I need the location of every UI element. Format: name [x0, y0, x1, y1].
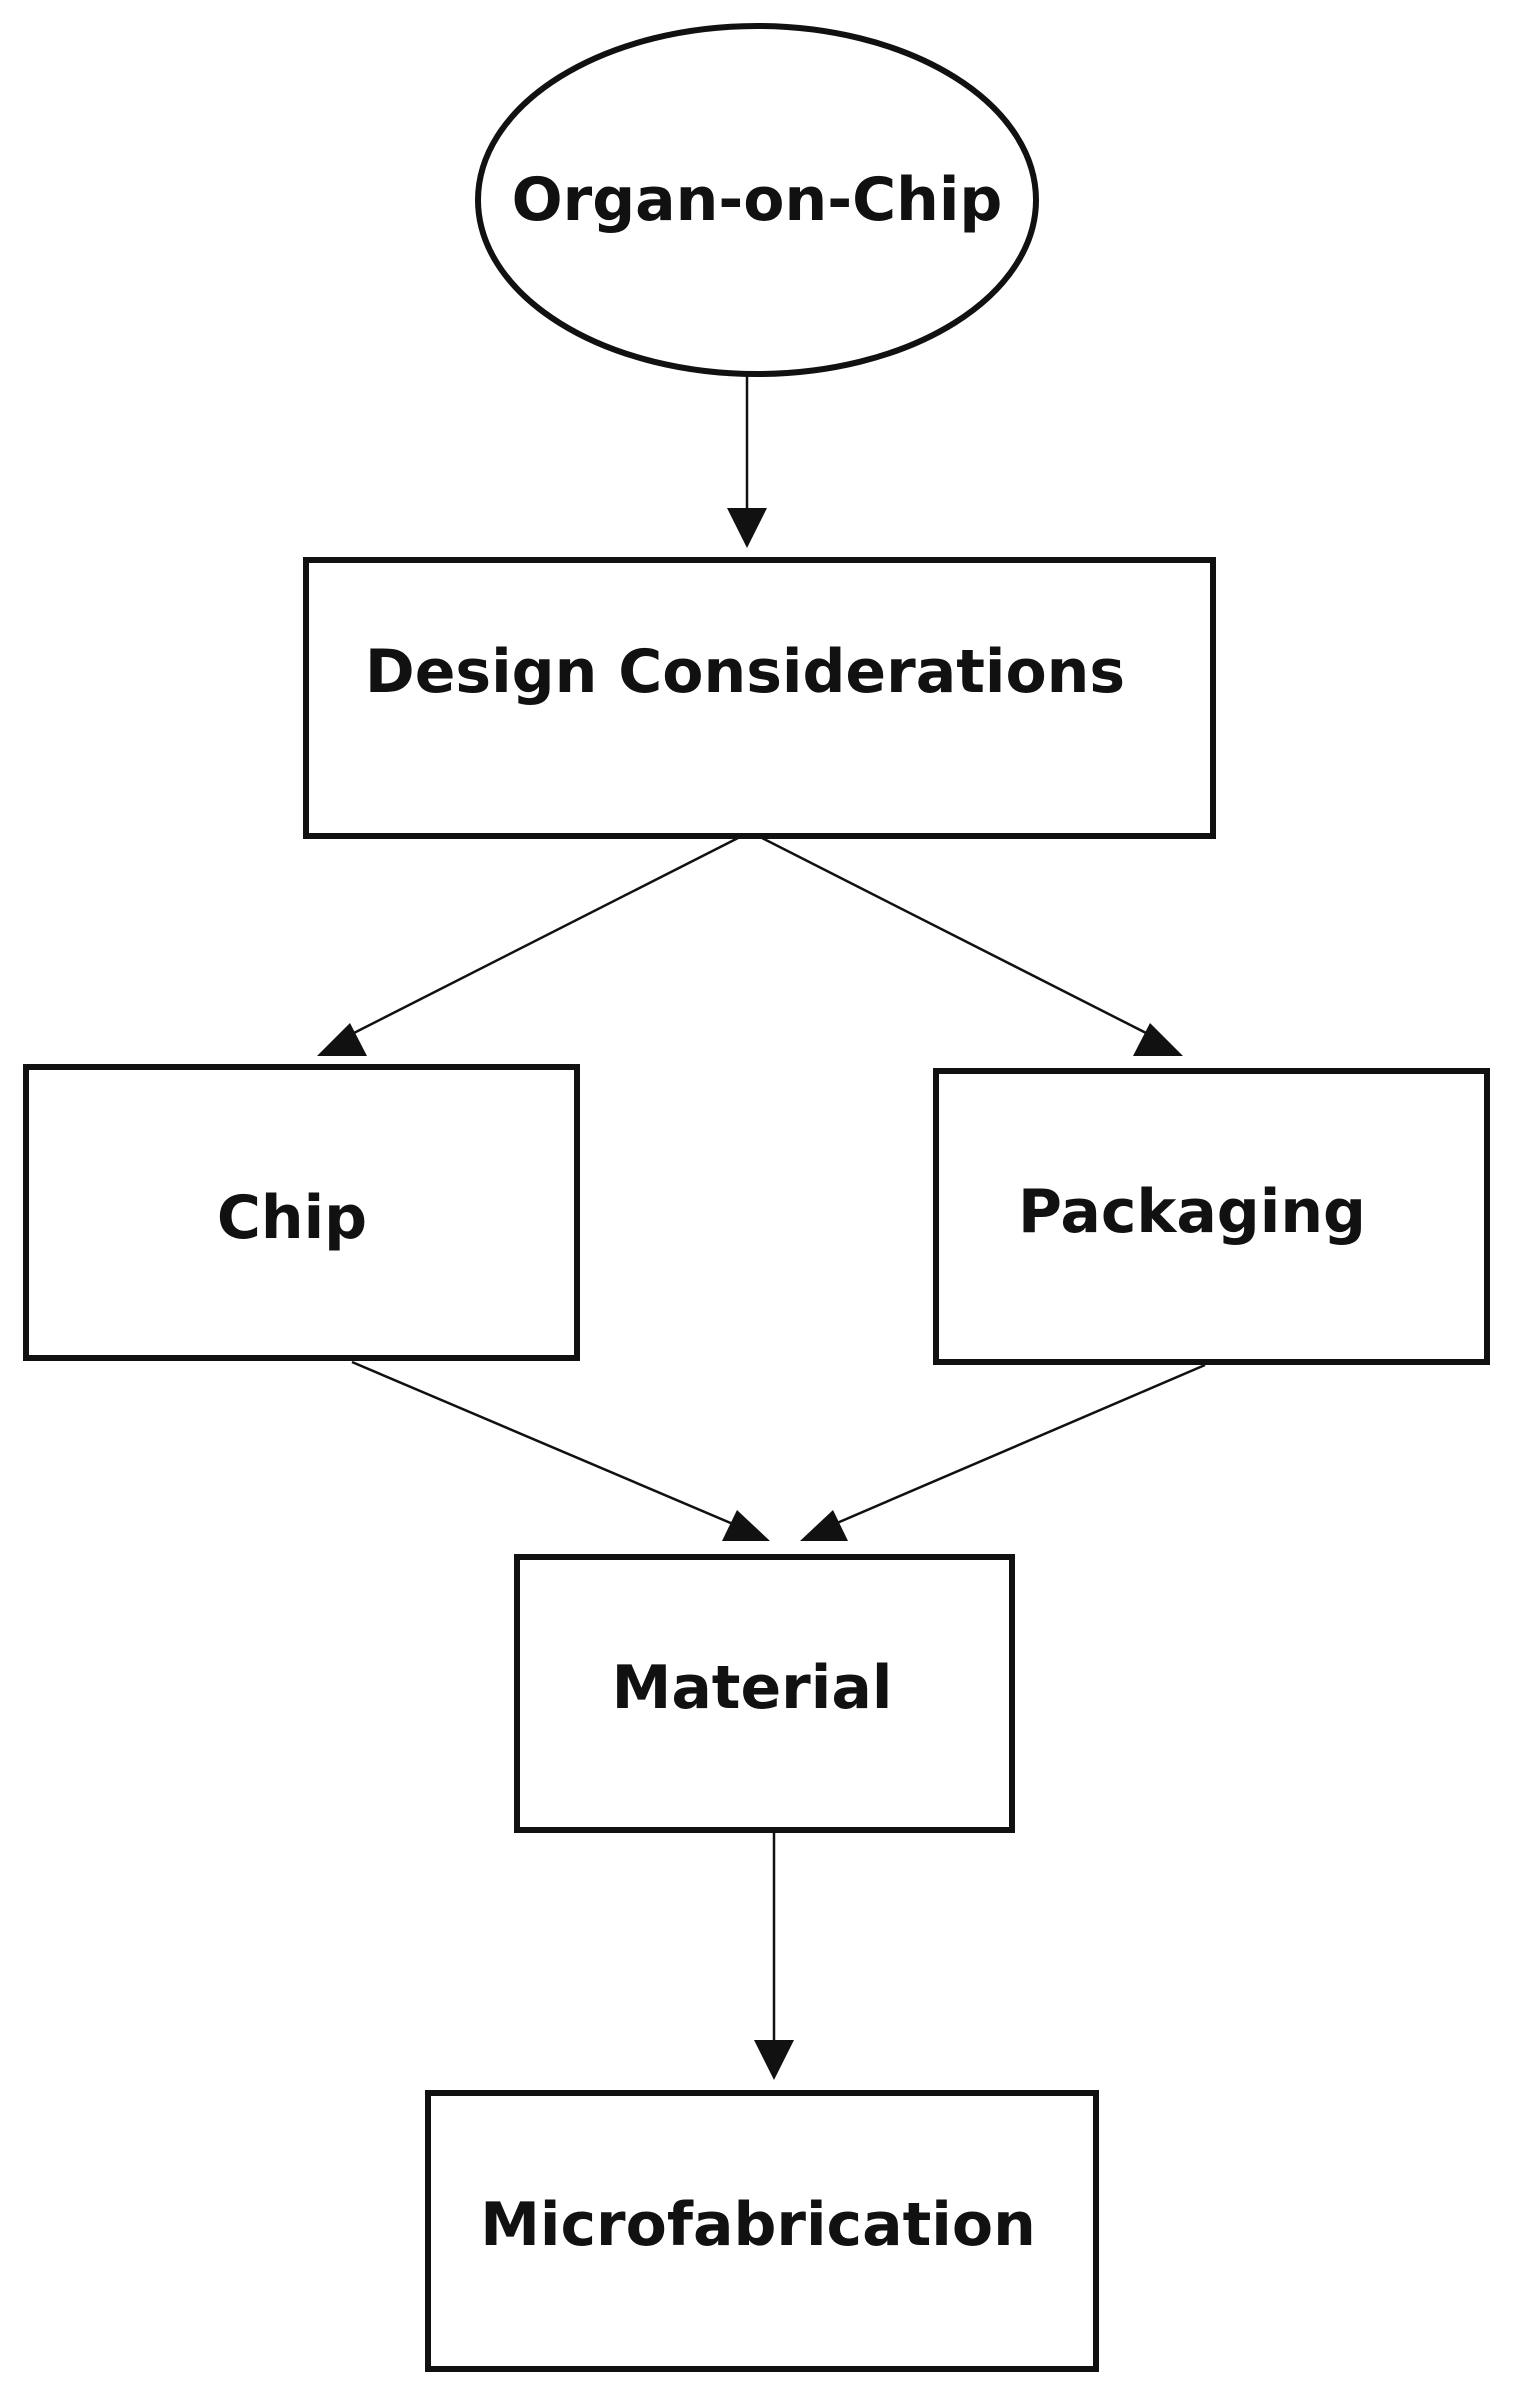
- box-shape: [933, 1068, 1490, 1365]
- edge-design-to-packaging: [761, 836, 1183, 1056]
- arrow-head: [800, 1510, 848, 1541]
- ellipse-shape: [475, 23, 1039, 377]
- node-label: Microfabrication: [480, 2190, 1036, 2260]
- edge-line: [829, 1363, 1206, 1528]
- node-label: Organ-on-Chip: [512, 165, 1003, 235]
- box-shape: [514, 1554, 1015, 1833]
- node-material: Material: [514, 1554, 1015, 1833]
- node-microfabrication: Microfabrication: [425, 2090, 1099, 2372]
- node-packaging: Packaging: [933, 1068, 1490, 1365]
- node-label: Chip: [217, 1183, 367, 1253]
- edge-organ-to-design: [727, 375, 767, 548]
- arrow-head: [722, 1510, 770, 1541]
- edge-design-to-chip: [317, 836, 739, 1056]
- node-organ-on-chip: Organ-on-Chip: [475, 23, 1039, 377]
- arrow-head: [727, 508, 767, 548]
- node-label: Packaging: [1018, 1177, 1366, 1247]
- arrow-head: [317, 1023, 367, 1056]
- edge-line: [347, 836, 739, 1038]
- box-shape: [425, 2090, 1099, 2372]
- node-label: Design Considerations: [365, 637, 1125, 707]
- arrow-head: [1133, 1023, 1183, 1056]
- box-shape: [23, 1064, 580, 1361]
- arrow-head: [754, 2040, 794, 2080]
- edge-chip-to-material: [351, 1360, 770, 1541]
- edge-material-to-microfabrication: [754, 1833, 794, 2080]
- edge-line: [351, 1360, 741, 1529]
- edge-line: [761, 836, 1153, 1038]
- node-design-considerations: Design Considerations: [303, 557, 1216, 839]
- node-chip: Chip: [23, 1064, 580, 1361]
- edge-packaging-to-material: [800, 1363, 1206, 1541]
- box-shape: [303, 557, 1216, 839]
- edges: [317, 375, 1206, 2080]
- node-label: Material: [612, 1653, 893, 1723]
